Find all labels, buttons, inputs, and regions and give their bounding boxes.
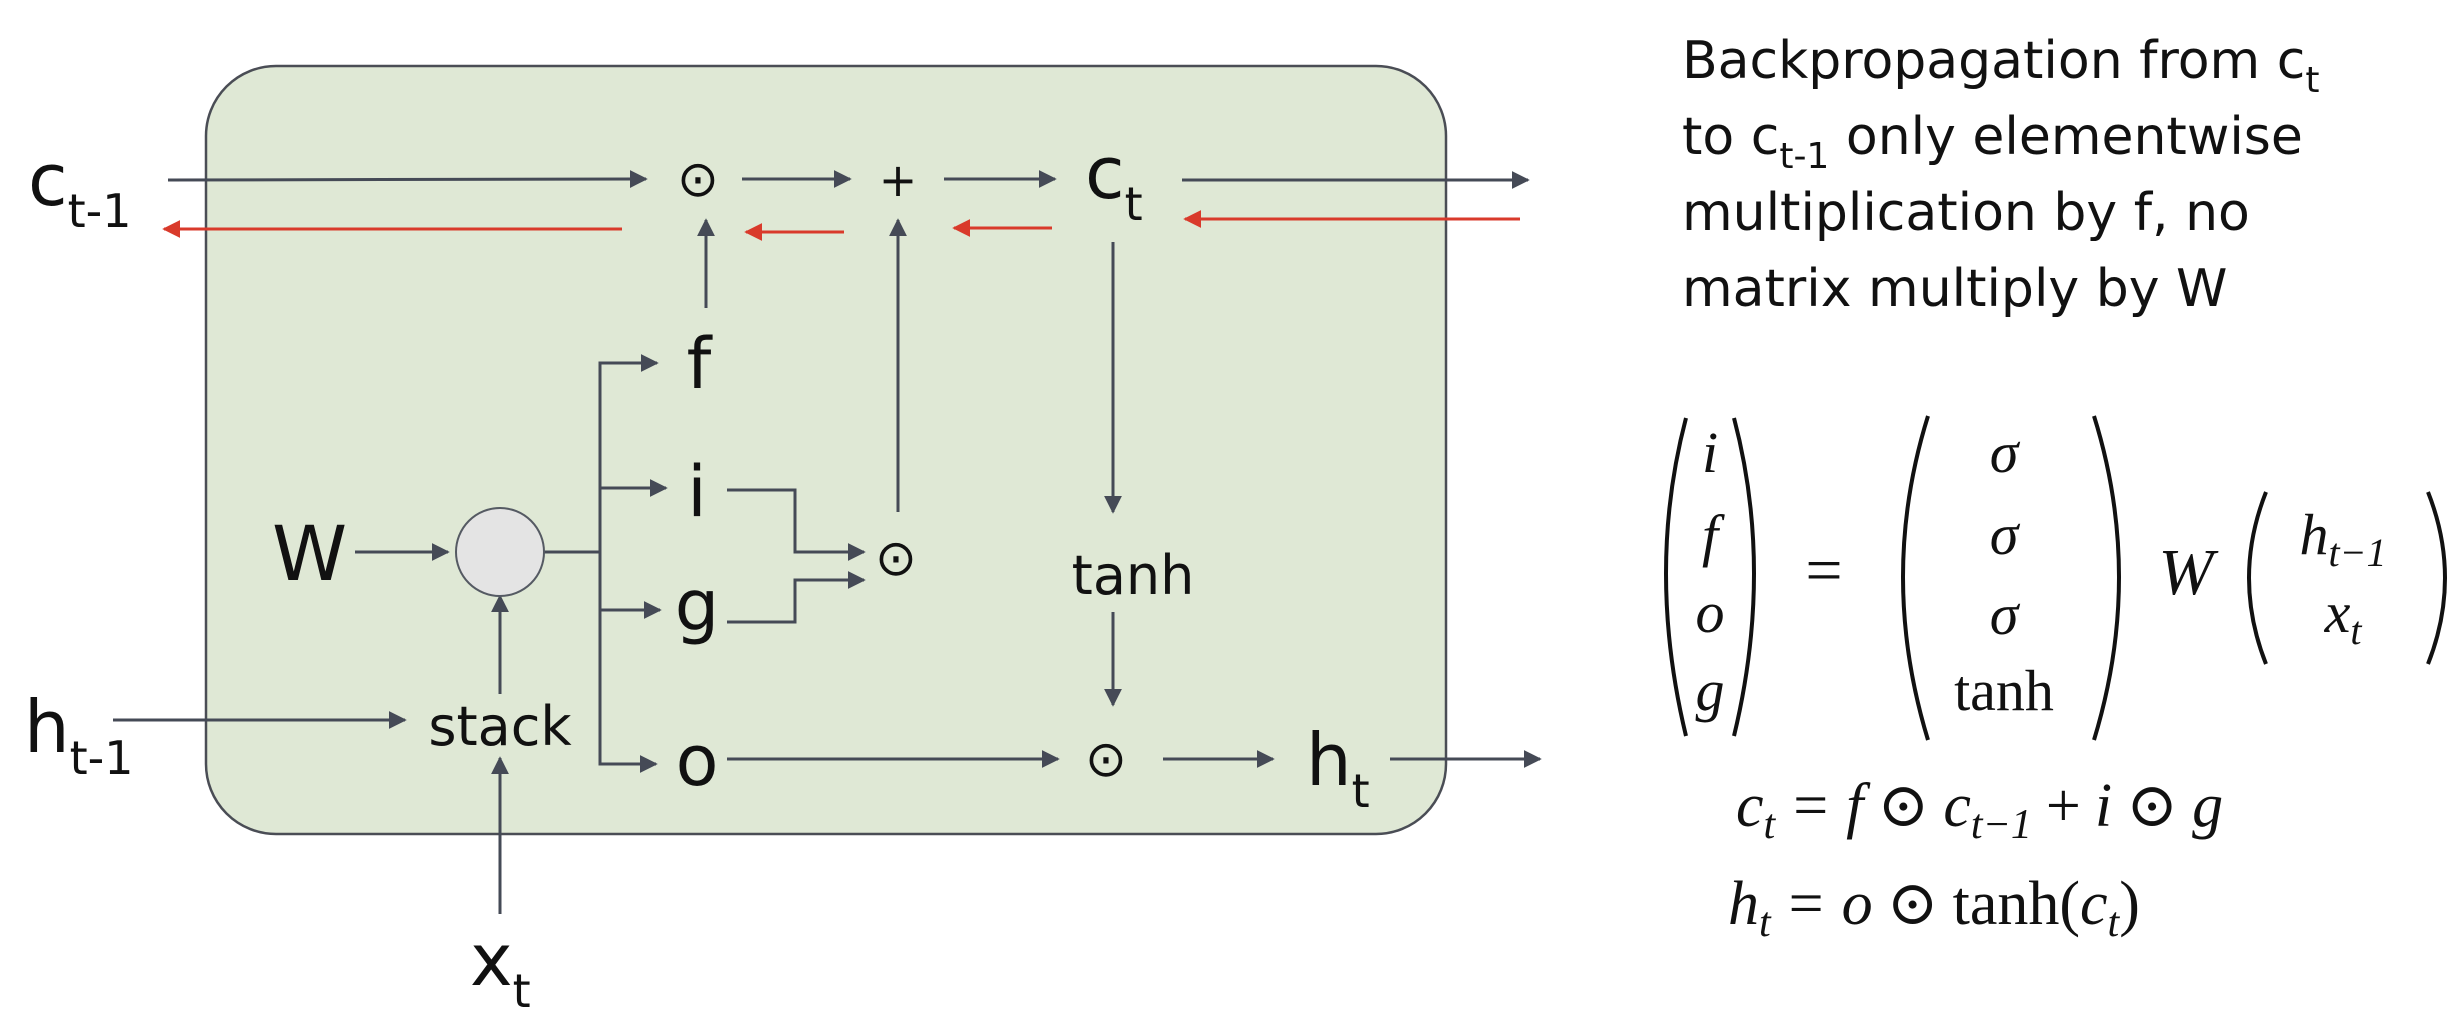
gate-g-label: g xyxy=(675,565,719,647)
c-prev-sub: t-1 xyxy=(68,184,132,238)
lhs-f: f xyxy=(1702,503,1725,568)
in-paren-right xyxy=(2426,491,2447,665)
x-base: x xyxy=(470,918,513,1002)
hadamard-op-top: ⊙ xyxy=(677,150,719,208)
hadamard-op-ig: ⊙ xyxy=(875,529,917,587)
arrow-node-to-f xyxy=(544,354,659,554)
tanh-label: tanh xyxy=(1072,544,1195,607)
annotation-line-3: multiplication by f, no xyxy=(1682,183,2250,243)
ct-base: c xyxy=(1085,131,1125,215)
hadamard-op-out: ⊙ xyxy=(1085,730,1127,788)
backprop-arrows xyxy=(162,210,1520,241)
act-tanh: tanh xyxy=(1954,658,2054,723)
h-prev-base: h xyxy=(24,685,70,769)
annotation: Backpropagation from ct to ct-1 only ele… xyxy=(1682,31,2319,319)
annotation-line-2-sub: t-1 xyxy=(1779,136,1829,177)
lhs-g: g xyxy=(1696,658,1725,723)
ht-sub: t xyxy=(1352,764,1370,818)
arrow-g-to-mult xyxy=(727,571,866,624)
act-paren-left xyxy=(1901,415,1930,741)
h-prev-label: ht-1 xyxy=(24,685,134,785)
plus-op: + xyxy=(879,153,918,207)
in-h-prev: ht−1 xyxy=(2299,502,2386,575)
lhs-paren-left xyxy=(1664,417,1688,737)
annotation-line-2: to ct-1 only elementwise xyxy=(1682,107,2303,177)
ht-base: h xyxy=(1306,718,1352,802)
act-sigma-3: σ xyxy=(1990,582,2021,647)
arrow-i-to-mult xyxy=(727,488,866,561)
annotation-line-1: Backpropagation from ct xyxy=(1682,31,2319,101)
arrow-node-to-o xyxy=(598,610,658,773)
lhs-paren-right xyxy=(1732,417,1756,737)
act-sigma-1: σ xyxy=(1990,420,2021,485)
gate-f-label: f xyxy=(687,323,713,405)
gate-equation: i f o g = σ σ σ tanh W ht−1 xt xyxy=(1664,415,2447,741)
x-sub: t xyxy=(513,964,531,1018)
annotation-line-4: matrix multiply by W xyxy=(1682,259,2227,319)
annotation-line-1-sub: t xyxy=(2305,60,2319,101)
gate-eq-equals: = xyxy=(1805,534,1842,607)
act-sigma-2: σ xyxy=(1990,502,2021,567)
hidden-equation: ht=o⊙tanh(ct) xyxy=(1728,870,2140,946)
gate-o-label: o xyxy=(676,720,719,802)
gate-eq-W: W xyxy=(2159,536,2219,609)
in-x: xt xyxy=(2324,580,2363,653)
c-prev-base: c xyxy=(28,138,68,222)
ht-label: ht xyxy=(1306,718,1370,818)
stack-label: stack xyxy=(428,695,572,758)
in-paren-left xyxy=(2247,491,2268,665)
cell-equation: ct=f⊙ct−1+i⊙g xyxy=(1736,772,2223,848)
x-label: xt xyxy=(470,918,531,1018)
matmul-node xyxy=(455,507,545,597)
lhs-o: o xyxy=(1696,580,1725,645)
W-label: W xyxy=(272,509,347,598)
lhs-i: i xyxy=(1702,420,1718,485)
act-paren-right xyxy=(2092,415,2121,741)
ct-label: ct xyxy=(1085,131,1143,231)
lstm-cell-box xyxy=(204,64,1448,836)
arrow-cprev-to-mult xyxy=(167,170,648,189)
forward-arrows xyxy=(113,170,1542,914)
c-prev-label: ct-1 xyxy=(28,138,132,238)
ct-sub: t xyxy=(1125,177,1143,231)
h-prev-sub: t-1 xyxy=(70,731,134,785)
gate-i-label: i xyxy=(687,451,706,533)
